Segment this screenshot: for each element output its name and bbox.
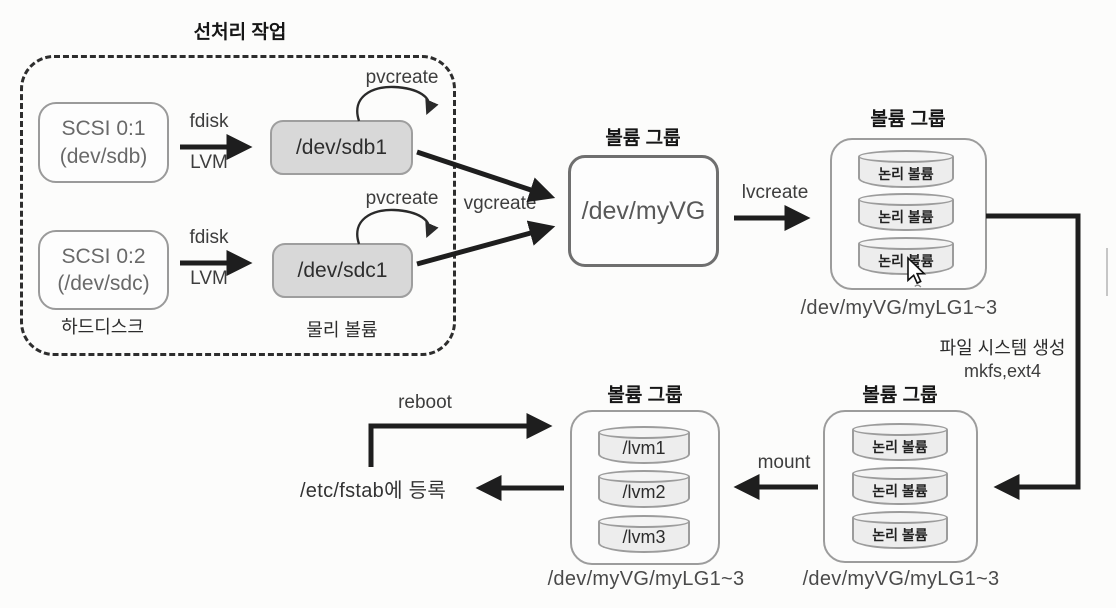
scan-artifact-line (1106, 248, 1108, 296)
physical-volume-name: /dev/sdb1 (295, 135, 388, 159)
cylinder-top (598, 515, 690, 528)
logical-volume-label: 논리 볼륨 (872, 527, 928, 543)
mounted-volume-cylinder: /lvm2 (598, 470, 690, 508)
fdisk-label-1: fdisk (189, 111, 229, 132)
physical-volume-box-sdc1: /dev/sdc1 (272, 243, 413, 298)
logical-volume-cylinder: 논리 볼륨 (858, 150, 954, 188)
cylinder-top (858, 193, 954, 206)
cylinder-body (858, 200, 954, 231)
physical-volume-box-sdb1: /dev/sdb1 (270, 120, 413, 175)
hard-disk-device: (dev/sdb) (59, 144, 148, 168)
vgcreate-label: vgcreate (463, 193, 537, 214)
lv-created-title: 볼륨 그룹 (870, 109, 946, 130)
fstab-register-label: /etc/fstab에 등록 (299, 480, 447, 502)
mount-label: mount (757, 452, 811, 473)
volume-group-name: /dev/myVG (581, 196, 706, 225)
mounted-volume-label: /lvm1 (622, 438, 666, 458)
mounted-volume-label: /lvm3 (622, 527, 666, 547)
logical-volume-label: 논리 볼륨 (878, 166, 934, 182)
preprocess-dashed-region (20, 55, 456, 356)
hard-disk-box-sdc: SCSI 0:2 (/dev/sdc) (38, 230, 169, 310)
mounted-vg-caption: /dev/myVG/myLG1~3 (547, 568, 745, 590)
volume-group-title: 볼륨 그룹 (605, 128, 681, 149)
filesystem-step-label: 파일 시스템 생성 (939, 338, 1066, 358)
logical-volume-cylinder: 논리 볼륨 (852, 511, 948, 549)
lv-created-caption: /dev/myVG/myLG1~3 (800, 297, 998, 319)
logical-volume-label: 논리 볼륨 (872, 483, 928, 499)
lvcreate-label: lvcreate (741, 182, 809, 203)
mounted-volume-label: /lvm2 (622, 482, 666, 502)
cylinder-top (852, 511, 948, 524)
pvcreate-label-2: pvcreate (365, 188, 439, 209)
logical-volume-label: 논리 볼륨 (872, 439, 928, 455)
cylinder-top (858, 237, 954, 250)
logical-volume-label: 논리 볼륨 (878, 253, 934, 269)
cylinder-top (852, 423, 948, 436)
hard-disk-name: SCSI 0:1 (61, 117, 146, 141)
fdisk-label-2: fdisk (189, 227, 229, 248)
cylinder-top (598, 470, 690, 483)
logical-volume-cylinder: 논리 볼륨 (858, 193, 954, 231)
volume-group-box: /dev/myVG (568, 155, 719, 267)
preprocess-title: 선처리 작업 (193, 22, 287, 43)
logical-volume-label: 논리 볼륨 (878, 209, 934, 225)
mounted-volume-cylinder: /lvm3 (598, 515, 690, 553)
lv-formatted-caption: /dev/myVG/myLG1~3 (802, 568, 1000, 590)
mkfs-label: mkfs,ext4 (963, 361, 1042, 381)
lvm-label-2: LVM (190, 268, 228, 289)
logical-volume-cylinder: 논리 볼륨 (852, 423, 948, 461)
hard-disk-box-sdb: SCSI 0:1 (dev/sdb) (38, 102, 169, 183)
hard-disk-name: SCSI 0:2 (61, 244, 146, 268)
physical-volume-label: 물리 볼륨 (306, 320, 378, 340)
reboot-elbow-arrow (368, 413, 553, 467)
cylinder-top (852, 467, 948, 480)
lv-formatted-title: 볼륨 그룹 (862, 385, 938, 406)
mounted-volume-cylinder: /lvm1 (598, 426, 690, 464)
logical-volume-cylinder: 논리 볼륨 (852, 467, 948, 505)
hard-disk-device: (/dev/sdc) (57, 272, 150, 295)
physical-volume-name: /dev/sdc1 (297, 258, 388, 282)
cylinder-top (598, 426, 690, 439)
hard-disk-label: 하드디스크 (61, 317, 144, 337)
cylinder-top (858, 150, 954, 163)
mounted-vg-title: 볼륨 그룹 (607, 385, 683, 406)
logical-volume-cylinder: 논리 볼륨 (858, 237, 954, 275)
pvcreate-label-1: pvcreate (365, 67, 439, 88)
lvm-label-1: LVM (190, 152, 228, 173)
reboot-label: reboot (398, 392, 452, 413)
